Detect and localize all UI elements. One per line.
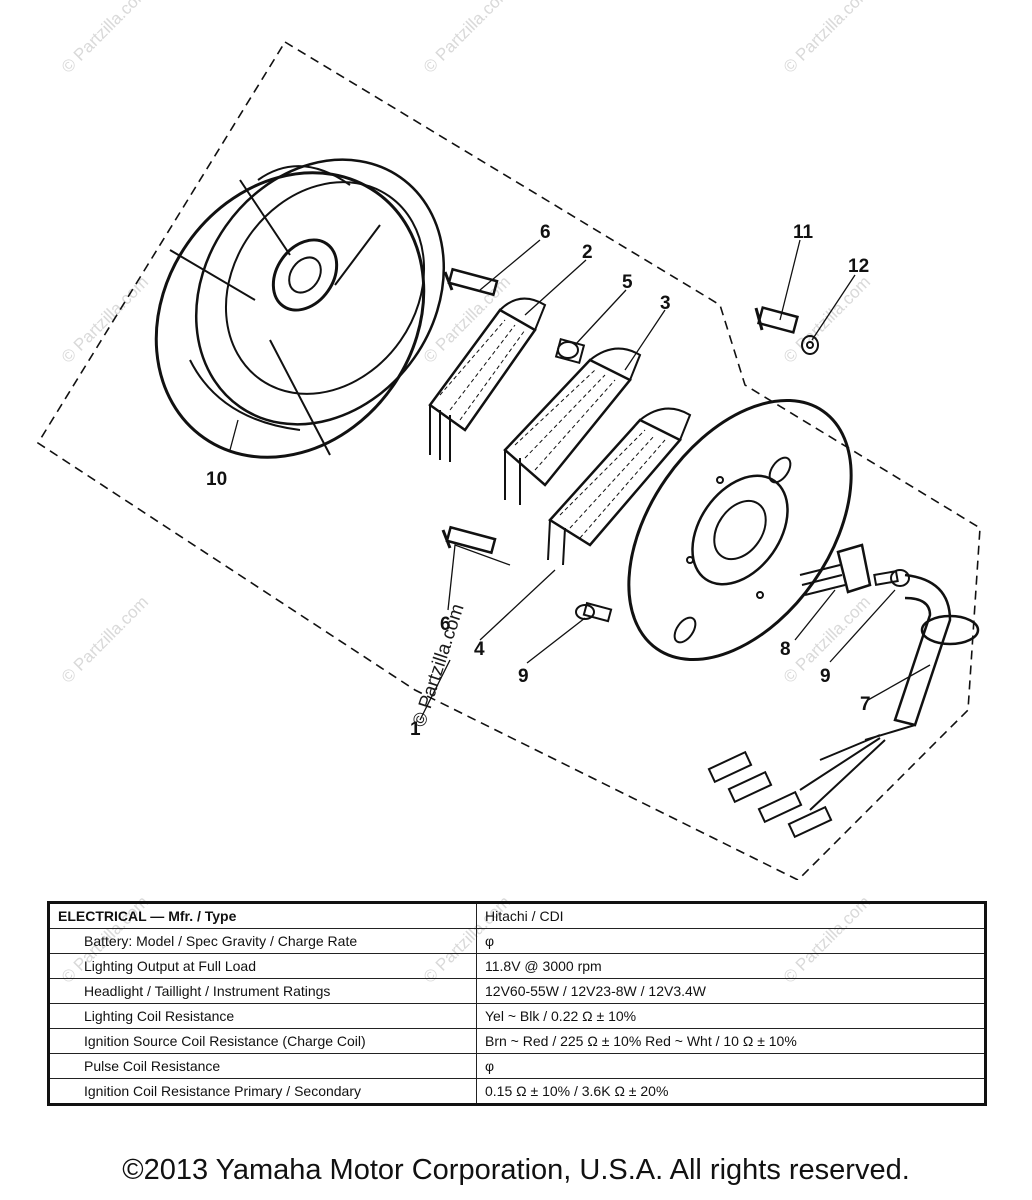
washer-12 xyxy=(801,335,819,355)
leader-lines xyxy=(229,239,931,721)
stator-base-plate xyxy=(627,398,853,662)
spec-value: φ xyxy=(476,1053,986,1079)
electrical-spec-table: ELECTRICAL — Mfr. / Type Hitachi / CDI B… xyxy=(47,901,987,1106)
spec-value: 12V60-55W / 12V23-8W / 12V3.4W xyxy=(476,978,986,1004)
table-row: Headlight / Taillight / Instrument Ratin… xyxy=(48,978,986,1004)
table-row: Lighting Output at Full Load 11.8V @ 300… xyxy=(48,953,986,979)
spec-value: φ xyxy=(476,928,986,954)
bolt-11 xyxy=(754,306,799,334)
bolt-6-lower xyxy=(441,525,497,555)
wire-harness-7 xyxy=(707,573,980,839)
callout-7: 7 xyxy=(860,694,871,715)
callout-5: 5 xyxy=(622,272,633,293)
callout-1: 1 xyxy=(410,719,421,740)
spec-label: Lighting Output at Full Load xyxy=(48,953,477,979)
callout-10: 10 xyxy=(206,469,227,490)
spec-label: Headlight / Taillight / Instrument Ratin… xyxy=(48,978,477,1004)
spec-value: Yel ~ Blk / 0.22 Ω ± 10% xyxy=(476,1003,986,1029)
callout-11: 11 xyxy=(793,222,814,243)
clamp-8 xyxy=(799,543,872,596)
table-row: ELECTRICAL — Mfr. / Type Hitachi / CDI xyxy=(48,902,986,929)
spec-label: ELECTRICAL — Mfr. / Type xyxy=(48,902,477,929)
coil-2 xyxy=(428,297,547,462)
table-row: Lighting Coil Resistance Yel ~ Blk / 0.2… xyxy=(48,1003,986,1029)
callout-2: 2 xyxy=(582,242,593,263)
screw-9-right xyxy=(873,569,910,587)
table-row: Ignition Coil Resistance Primary / Secon… xyxy=(48,1078,986,1105)
spec-value: 0.15 Ω ± 10% / 3.6K Ω ± 20% xyxy=(476,1078,986,1105)
spec-value: 11.8V @ 3000 rpm xyxy=(476,953,986,979)
spec-label: Lighting Coil Resistance xyxy=(48,1003,477,1029)
callout-9: 9 xyxy=(820,666,831,687)
copyright-notice: ©2013 Yamaha Motor Corporation, U.S.A. A… xyxy=(122,1154,910,1186)
screw-9-left xyxy=(575,601,613,623)
callout-3: 3 xyxy=(660,293,671,314)
assembly-boundary xyxy=(36,40,981,880)
spec-label: Ignition Source Coil Resistance (Charge … xyxy=(48,1028,477,1054)
table-row: Pulse Coil Resistance φ xyxy=(48,1053,986,1079)
coil-3 xyxy=(503,347,642,505)
spec-label: Ignition Coil Resistance Primary / Secon… xyxy=(48,1078,477,1105)
spec-value: Brn ~ Red / 225 Ω ± 10% Red ~ Wht / 10 Ω… xyxy=(476,1028,986,1054)
spec-value: Hitachi / CDI xyxy=(476,902,986,929)
table-row: Battery: Model / Spec Gravity / Charge R… xyxy=(48,928,986,954)
flywheel-rotor xyxy=(154,158,446,459)
spacer-5 xyxy=(554,337,586,365)
table-row: Ignition Source Coil Resistance (Charge … xyxy=(48,1028,986,1054)
callout-4: 4 xyxy=(474,639,485,660)
exploded-parts-diagram: 10 6 2 5 3 11 12 6 4 9 1 8 9 7 xyxy=(36,40,981,880)
spec-label: Battery: Model / Spec Gravity / Charge R… xyxy=(48,928,477,954)
callout-8: 8 xyxy=(780,639,791,660)
callout-6: 6 xyxy=(540,222,551,243)
spec-label: Pulse Coil Resistance xyxy=(48,1053,477,1079)
callout-12: 12 xyxy=(848,256,869,277)
coil-4 xyxy=(547,407,692,566)
bolt-6-upper xyxy=(443,267,499,297)
callout-9: 9 xyxy=(518,666,529,687)
callout-6: 6 xyxy=(440,614,451,635)
